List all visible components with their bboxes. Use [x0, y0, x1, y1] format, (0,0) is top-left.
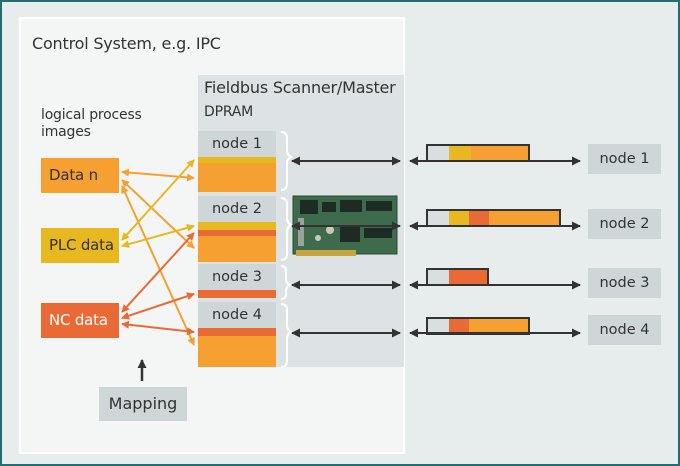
- dpram-node-1-data: [198, 163, 276, 192]
- map-nc-node3: [121, 292, 195, 320]
- dpram-node-4-red-strip: [198, 328, 276, 336]
- process-image-nc-data: NC data: [41, 303, 119, 338]
- dpram-node-2-yellow-strip: [198, 222, 276, 230]
- map-datan-node4: [121, 185, 195, 346]
- dpram-node-3-label: node 3: [198, 264, 276, 290]
- bus-node-2: node 2: [588, 209, 661, 239]
- dpram-node-4-label: node 4: [198, 302, 276, 328]
- dpram-node-2-label: node 2: [198, 196, 276, 222]
- process-images-label-line2: images: [41, 124, 91, 140]
- dpram-node-4-data: [198, 336, 276, 367]
- brace-node-2: [280, 197, 293, 261]
- process-images-label-line1: logical process: [41, 107, 142, 123]
- dpram-node-1-yellow-strip: [198, 157, 276, 163]
- bus-node-3: node 3: [588, 268, 661, 298]
- scanner-label: Fieldbus Scanner/Master: [204, 78, 396, 97]
- mapping-label: Mapping: [99, 387, 187, 421]
- brace-node-3: [280, 265, 292, 300]
- bus-node-4: node 4: [588, 315, 661, 345]
- dpram-node-2-red-strip: [198, 230, 276, 236]
- brace-node-1: [280, 131, 293, 191]
- bus-node-1: node 1: [588, 144, 661, 174]
- dpram-node-3-red-strip: [198, 290, 276, 298]
- dpram-node-2-data: [198, 236, 276, 262]
- process-image-data-n: Data n: [41, 158, 119, 193]
- control-system-label: Control System, e.g. IPC: [32, 34, 221, 53]
- brace-node-4: [280, 303, 293, 368]
- dpram-label: DPRAM: [204, 104, 254, 120]
- map-nc-node4: [121, 320, 195, 336]
- map-nc-node2: [121, 232, 195, 313]
- process-image-plc-data: PLC data: [41, 228, 119, 263]
- map-datan-node2: [121, 179, 195, 249]
- dpram-node-1-label: node 1: [198, 131, 276, 157]
